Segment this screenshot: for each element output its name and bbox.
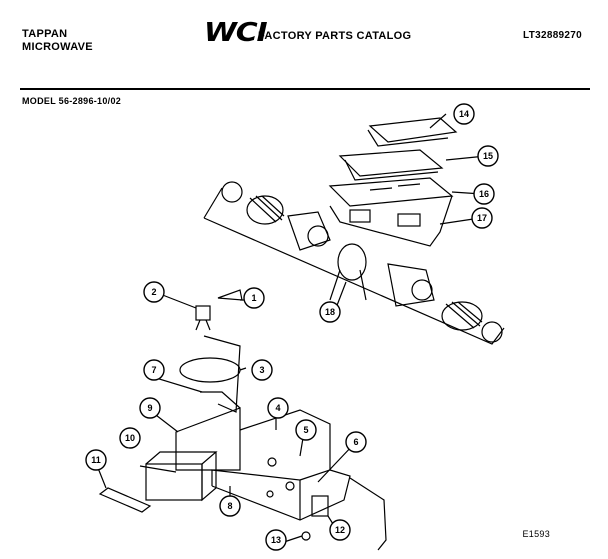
callout-labels: 1 2 3 4 5 6 7 8 9 10 11 12 13 14 15 16 1… bbox=[85, 103, 499, 551]
part-17-bracket bbox=[329, 195, 453, 247]
fan-housing-left bbox=[287, 211, 331, 251]
diagram-lines bbox=[97, 113, 505, 551]
part-16-plate bbox=[328, 177, 454, 207]
callout-11: 11 bbox=[85, 449, 107, 471]
svg-text:10: 10 bbox=[125, 433, 135, 443]
callout-9: 9 bbox=[139, 397, 161, 419]
callout-16: 16 bbox=[473, 183, 495, 205]
part-15-duct bbox=[338, 149, 444, 177]
part-ring-right bbox=[481, 321, 503, 343]
callout-4: 4 bbox=[267, 397, 289, 419]
callout-17: 17 bbox=[471, 207, 493, 229]
callout-1: 1 bbox=[243, 287, 265, 309]
part-18-motor bbox=[337, 243, 367, 281]
callout-3: 3 bbox=[251, 359, 273, 381]
callout-7: 7 bbox=[143, 359, 165, 381]
svg-text:4: 4 bbox=[275, 403, 280, 413]
catalog-code: LT32889270 bbox=[523, 30, 582, 41]
callout-13: 13 bbox=[265, 529, 287, 551]
model-number: MODEL 56-2896-10/02 bbox=[22, 96, 122, 106]
callout-14: 14 bbox=[453, 103, 475, 125]
svg-text:1: 1 bbox=[251, 293, 256, 303]
header-rule bbox=[20, 88, 590, 90]
figure-code: E1593 bbox=[522, 529, 550, 539]
part-ring-left bbox=[221, 181, 243, 203]
svg-text:11: 11 bbox=[91, 455, 101, 465]
part-14-cover bbox=[368, 117, 458, 143]
fan-assembly-guide bbox=[203, 187, 505, 345]
callout-5: 5 bbox=[295, 419, 317, 441]
callout-8: 8 bbox=[219, 495, 241, 517]
callout-12: 12 bbox=[329, 519, 351, 541]
top-fragment-text: — — — — bbox=[22, 0, 72, 5]
svg-text:5: 5 bbox=[303, 425, 308, 435]
blower-wheel-left bbox=[246, 195, 284, 225]
brand-block: TAPPAN MICROWAVE bbox=[22, 28, 93, 54]
part-2-switch bbox=[195, 305, 211, 321]
callout-15: 15 bbox=[477, 145, 499, 167]
svg-text:12: 12 bbox=[335, 525, 345, 535]
svg-text:15: 15 bbox=[483, 151, 493, 161]
callout-10: 10 bbox=[119, 427, 141, 449]
svg-text:2: 2 bbox=[151, 287, 156, 297]
part-11-strip bbox=[98, 487, 152, 513]
svg-text:14: 14 bbox=[459, 109, 469, 119]
svg-text:18: 18 bbox=[325, 307, 335, 317]
part-13-screw bbox=[301, 531, 311, 541]
part-7-bracket bbox=[200, 391, 241, 409]
svg-text:16: 16 bbox=[479, 189, 489, 199]
brand-name: TAPPAN bbox=[22, 28, 68, 40]
base-plate bbox=[211, 469, 351, 521]
part-9-shield bbox=[175, 407, 241, 471]
svg-text:9: 9 bbox=[147, 403, 152, 413]
blower-wheel-right bbox=[441, 301, 483, 331]
part-1-wedge bbox=[217, 289, 243, 301]
callout-6: 6 bbox=[345, 431, 367, 453]
part-3-plate bbox=[179, 357, 241, 383]
fan-housing-right bbox=[387, 263, 435, 307]
svg-text:17: 17 bbox=[477, 213, 487, 223]
svg-text:7: 7 bbox=[151, 365, 156, 375]
callout-2: 2 bbox=[143, 281, 165, 303]
svg-text:8: 8 bbox=[227, 501, 232, 511]
wci-logo: WCI bbox=[203, 18, 268, 48]
svg-text:6: 6 bbox=[353, 437, 358, 447]
product-type: MICROWAVE bbox=[22, 41, 93, 53]
svg-text:13: 13 bbox=[271, 535, 281, 545]
callout-18: 18 bbox=[319, 301, 341, 323]
catalog-title: FACTORY PARTS CATALOG bbox=[258, 30, 412, 42]
part-4-cover bbox=[239, 409, 331, 481]
right-bracket bbox=[349, 477, 387, 551]
part-12-capacitor bbox=[311, 495, 329, 517]
svg-text:3: 3 bbox=[259, 365, 264, 375]
